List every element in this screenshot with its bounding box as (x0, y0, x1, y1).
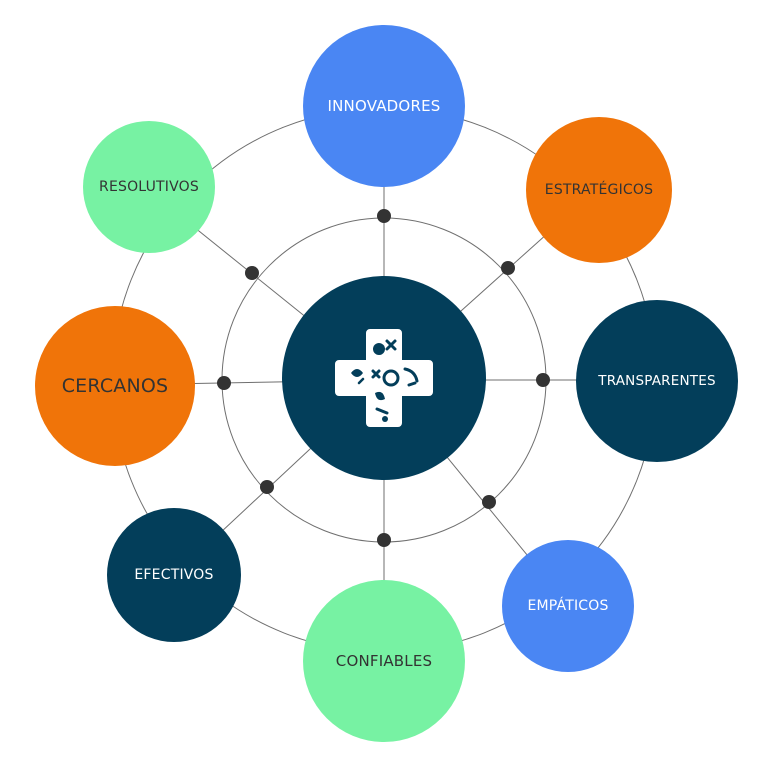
node-label: EFECTIVOS (134, 567, 214, 583)
node-label: ESTRATÉGICOS (544, 182, 654, 198)
node-label: TRANSPARENTES (598, 373, 716, 389)
node-label: CONFIABLES (335, 652, 433, 670)
node-estrategicos: ESTRATÉGICOS (526, 117, 672, 263)
node-label: INNOVADORES (327, 97, 441, 115)
junction-dot (217, 376, 231, 390)
junction-dot (482, 495, 496, 509)
medical-cross-icon (335, 329, 433, 427)
node-efectivos: EFECTIVOS (107, 508, 241, 642)
node-confiables: CONFIABLES (303, 580, 465, 742)
junction-dot (377, 533, 391, 547)
node-label: EMPÁTICOS (527, 598, 609, 614)
node-innovadores: INNOVADORES (303, 25, 465, 187)
center-hub (282, 276, 486, 480)
junction-dot (501, 261, 515, 275)
junction-dot (260, 480, 274, 494)
node-transparentes: TRANSPARENTES (576, 300, 738, 462)
junction-dot (377, 209, 391, 223)
node-cercanos: CERCANOS (35, 306, 195, 466)
node-label: CERCANOS (61, 375, 169, 397)
junction-dot (536, 373, 550, 387)
node-label: RESOLUTIVOS (99, 179, 199, 195)
junction-dot (245, 266, 259, 280)
node-empaticos: EMPÁTICOS (502, 540, 634, 672)
node-resolutivos: RESOLUTIVOS (83, 121, 215, 253)
